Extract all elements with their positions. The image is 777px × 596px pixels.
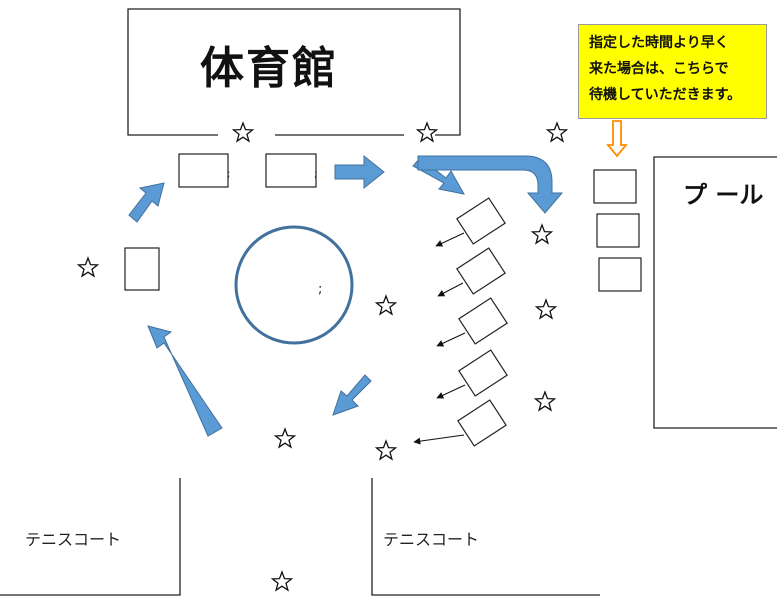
star-marker-icon bbox=[231, 121, 255, 143]
flow-arrow-up-right bbox=[128, 182, 165, 223]
star-marker-icon bbox=[76, 256, 100, 278]
pointer-arrow-2 bbox=[437, 282, 464, 297]
star-marker-icon bbox=[533, 390, 557, 412]
pointer-arrow-5 bbox=[413, 434, 465, 445]
gym-label: 体育館 bbox=[200, 43, 338, 94]
tennis-court-left-boundary bbox=[0, 478, 181, 596]
rotated-box-3 bbox=[458, 297, 508, 345]
booth-1 bbox=[178, 153, 229, 188]
rotated-box-5 bbox=[457, 399, 507, 447]
pool-waiting-box-1 bbox=[593, 169, 637, 204]
gym-outline bbox=[127, 8, 461, 136]
notice-down-arrow bbox=[606, 120, 628, 158]
flow-arrow-right bbox=[334, 154, 385, 190]
pointer-arrow-4 bbox=[436, 384, 466, 399]
notice-line-3: 待機していただきます。 bbox=[589, 87, 742, 103]
star-marker-icon bbox=[534, 298, 558, 320]
pool-waiting-box-2 bbox=[596, 213, 640, 248]
flow-arrow-up-left-lower bbox=[147, 325, 223, 437]
star-marker-icon bbox=[374, 439, 398, 461]
star-marker-icon bbox=[374, 294, 398, 316]
center-circle bbox=[234, 225, 354, 345]
pool-outline bbox=[653, 156, 777, 429]
pool-label: プ ール bbox=[683, 181, 764, 209]
star-marker-icon bbox=[270, 570, 294, 592]
early-arrival-notice: 指定した時間より早く 来た場合は、こちらで 待機していただきます。 bbox=[578, 24, 767, 119]
tennis-court-left-label: テニスコート bbox=[25, 530, 122, 549]
notice-line-1: 指定した時間より早く bbox=[589, 35, 729, 51]
tennis-court-right-boundary bbox=[371, 478, 600, 596]
star-marker-icon bbox=[415, 121, 439, 143]
flow-arrow-curved-to-pool bbox=[417, 155, 564, 214]
booth-2 bbox=[265, 153, 317, 188]
center-circle-mark: ; bbox=[318, 282, 322, 297]
booth-3 bbox=[124, 247, 160, 291]
pointer-arrow-3 bbox=[436, 332, 466, 347]
pool-waiting-box-3 bbox=[598, 257, 642, 292]
pointer-arrow-1 bbox=[435, 232, 465, 247]
rotated-box-4 bbox=[458, 349, 508, 397]
notice-line-2: 来た場合は、こちらで bbox=[589, 61, 729, 77]
star-marker-icon bbox=[273, 427, 297, 449]
booth-2-mark: ; bbox=[314, 169, 317, 180]
tennis-court-right-label: テニスコート bbox=[383, 530, 480, 549]
rotated-box-1 bbox=[456, 197, 506, 245]
flow-arrow-down-left bbox=[332, 374, 372, 416]
booth-1-mark: ; bbox=[227, 169, 230, 180]
star-marker-icon bbox=[545, 121, 569, 143]
rotated-box-2 bbox=[456, 247, 506, 295]
star-marker-icon bbox=[530, 223, 554, 245]
